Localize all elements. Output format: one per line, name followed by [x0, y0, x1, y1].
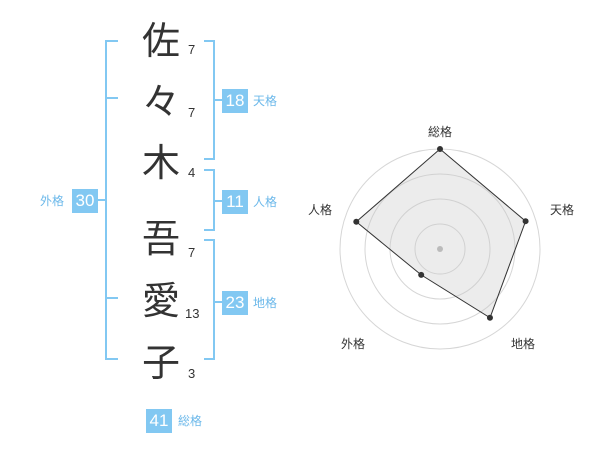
- radar-point-soukaku: [437, 146, 443, 152]
- radar-label-tenkaku: 天格: [550, 203, 575, 217]
- chikaku-value: 23: [222, 291, 248, 315]
- stroke-count-3: 4: [188, 165, 196, 180]
- radar-polygon: [355, 148, 527, 319]
- soukaku-label: 総格: [178, 414, 203, 428]
- radar-point-gaikaku: [418, 271, 425, 278]
- radar-label-chikaku: 地格: [511, 337, 536, 351]
- radar-label-soukaku: 総格: [428, 125, 453, 139]
- name-char-3: 木: [141, 141, 180, 185]
- chikaku-label: 地格: [253, 296, 278, 310]
- jinkaku-value: 11: [222, 190, 248, 214]
- radar-label-gaikaku: 外格: [341, 337, 366, 351]
- gaikaku-value: 30: [72, 189, 98, 213]
- stroke-count-5: 13: [185, 306, 200, 321]
- stroke-count-4: 7: [188, 245, 196, 260]
- tenkaku-label: 天格: [253, 94, 278, 108]
- radar-point-jinkaku: [353, 218, 360, 225]
- radar-center: [437, 246, 443, 252]
- radar-ring-1: [414, 223, 466, 275]
- name-char-4: 吾: [141, 217, 180, 261]
- stroke-count-6: 3: [188, 366, 196, 381]
- radar-point-tenkaku: [522, 218, 529, 225]
- gaikaku-label: 外格: [40, 194, 65, 208]
- name-char-1: 佐: [141, 19, 180, 63]
- stroke-count-2: 7: [188, 105, 196, 120]
- name-char-6: 子: [141, 341, 180, 385]
- radar-point-chikaku: [486, 314, 493, 321]
- radar-label-jinkaku: 人格: [308, 203, 333, 217]
- chikaku-bracket: [204, 239, 215, 360]
- jinkaku-label: 人格: [253, 195, 278, 209]
- tenkaku-value: 18: [222, 89, 248, 113]
- soukaku-value: 41: [146, 409, 172, 433]
- name-char-2: 々: [141, 80, 180, 124]
- stroke-count-1: 7: [188, 42, 196, 57]
- name-char-5: 愛: [141, 279, 180, 323]
